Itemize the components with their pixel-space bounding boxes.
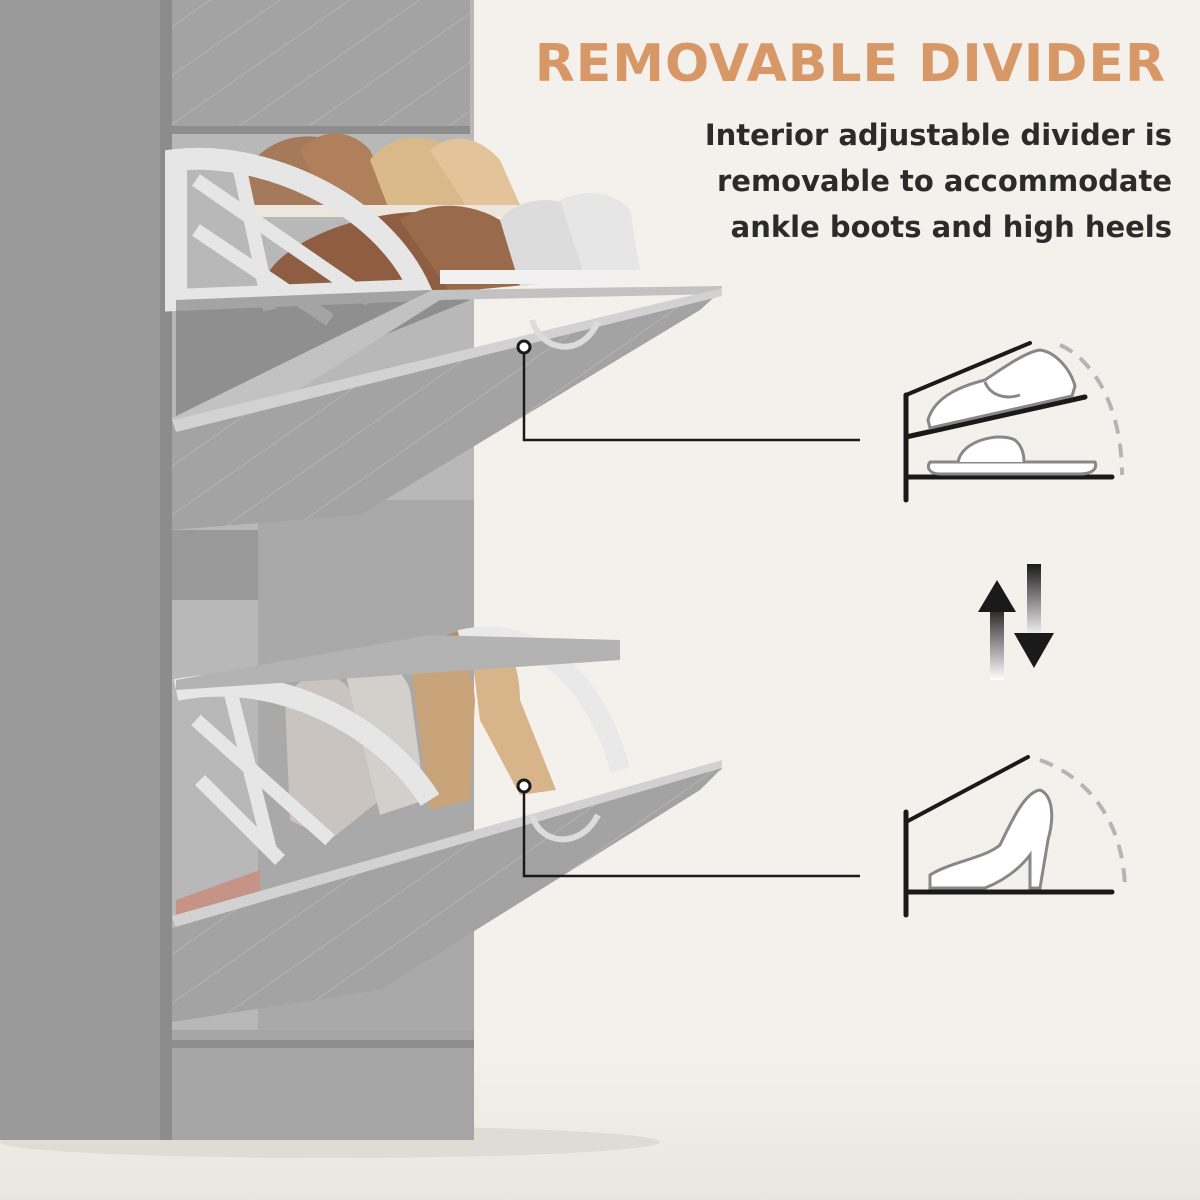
swap-arrows-icon [978, 564, 1054, 680]
description-line: ankle boots and high heels [730, 210, 1172, 244]
upper-flip-drawer [165, 133, 722, 530]
top-drawer-edge [172, 126, 470, 134]
cabinet-base [172, 1030, 474, 1140]
lower-flip-drawer [172, 626, 722, 1022]
callout-upper [516, 339, 860, 442]
cabinet-side-panel [0, 0, 172, 1140]
description-line: removable to accommodate [716, 164, 1172, 198]
cabinet-shelf-block [172, 530, 258, 600]
sneaker-and-slipper-icon [903, 341, 1124, 503]
top-drawer-front [172, 0, 470, 130]
feature-title: REMOVABLE DIVIDER [534, 34, 1166, 94]
cabinet-base-edge [172, 1040, 474, 1048]
high-heel-icon [903, 755, 1127, 918]
feature-description: Interior adjustable divider is removable… [652, 112, 1172, 250]
callout-lower [516, 778, 860, 878]
description-line: Interior adjustable divider is [704, 118, 1172, 152]
